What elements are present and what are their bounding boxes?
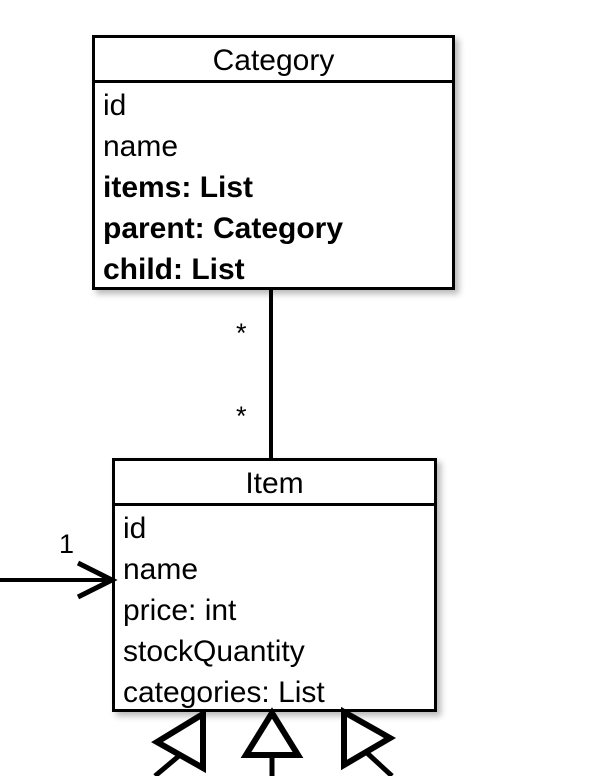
incoming-association-arrow [0, 560, 118, 600]
class-attributes-category: id name items: List parent: Category chi… [95, 83, 452, 293]
multiplicity-label-item-end: * [236, 401, 247, 431]
class-attribute: id [103, 89, 127, 122]
inheritance-triangle-left-shape [151, 708, 206, 774]
class-attribute: price: int [123, 594, 237, 627]
class-attribute: child: List [103, 253, 245, 286]
class-attribute: name [103, 130, 179, 163]
incoming-arrow-head [76, 560, 118, 600]
class-attributes-item: id name price: int stockQuantity categor… [115, 506, 434, 716]
inheritance-triangle-middle [240, 707, 304, 776]
class-attribute: items: List [103, 171, 254, 204]
class-title-category: Category [95, 38, 452, 83]
inheritance-line-left [153, 753, 182, 776]
class-attribute: id [123, 512, 147, 545]
class-attribute: parent: Category [103, 212, 344, 245]
class-attribute: name [123, 553, 199, 586]
class-attribute: categories: List [123, 676, 325, 709]
inheritance-triangle-middle-shape [240, 707, 304, 758]
multiplicity-label-incoming-arrow: 1 [59, 529, 75, 559]
class-title-item: Item [115, 461, 434, 506]
inheritance-triangle-right [341, 706, 397, 776]
inheritance-triangle-right-shape [341, 706, 397, 771]
class-attribute: stockQuantity [123, 635, 305, 668]
inheritance-line-right [364, 750, 394, 776]
class-box-category[interactable]: Category id name items: List parent: Cat… [92, 35, 455, 290]
association-line-category-item [269, 290, 273, 458]
class-box-item[interactable]: Item id name price: int stockQuantity ca… [112, 458, 437, 712]
multiplicity-label-category-end: * [236, 318, 247, 348]
inheritance-triangle-left [151, 708, 206, 776]
